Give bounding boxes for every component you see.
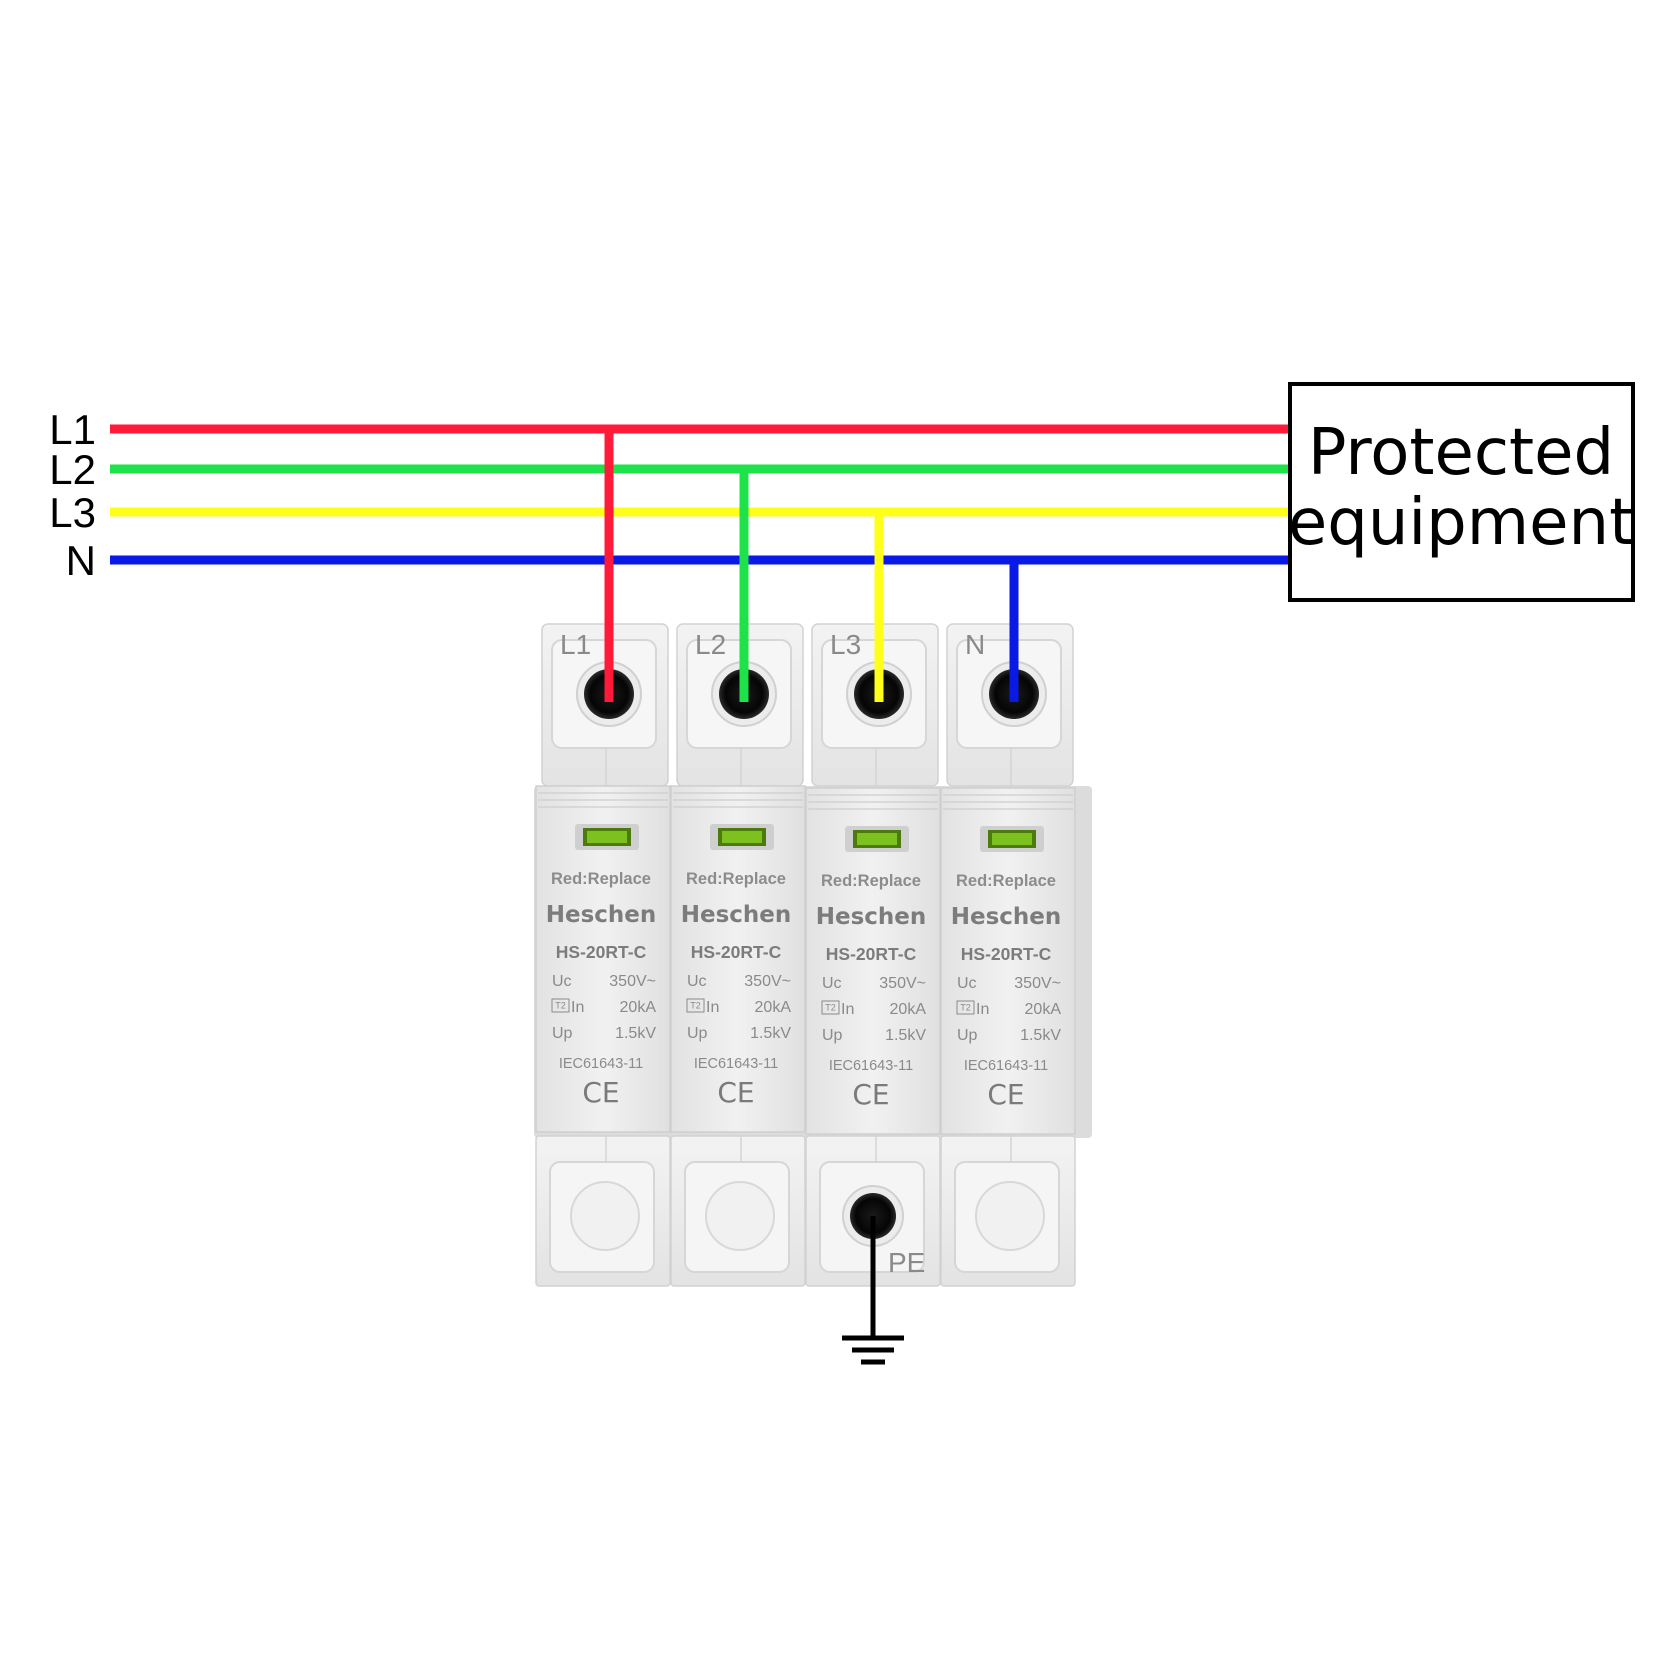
blank-plug (570, 1181, 640, 1251)
ce-mark: CE (852, 1078, 889, 1111)
terminal-label-l2: L2 (695, 629, 726, 660)
status-window-icon (845, 826, 909, 852)
status-window-icon (710, 824, 774, 850)
module-standard: IEC61643-11 (694, 1056, 778, 1072)
module-status-text: Red:Replace (686, 870, 786, 888)
terminal-label-n: N (965, 629, 985, 660)
svg-text:T2: T2 (960, 1003, 971, 1013)
spec-label: Uc (687, 973, 707, 990)
module-brand: Heschen (681, 902, 792, 928)
module-standard: IEC61643-11 (829, 1058, 913, 1074)
status-window-icon (980, 826, 1044, 852)
spec-value: 350V~ (879, 975, 926, 992)
spec-value: 350V~ (609, 973, 656, 990)
svg-text:T2: T2 (555, 1001, 566, 1011)
drop-wires (604, 425, 1019, 702)
status-window-icon (575, 824, 639, 850)
pe-label: PE (888, 1247, 925, 1278)
spec-label: Uc (822, 975, 842, 992)
spec-value: 1.5kV (1020, 1027, 1061, 1044)
protected-equipment-box: Protected equipment (1288, 382, 1635, 602)
spec-value: 20kA (755, 999, 792, 1016)
spec-label: Uc (552, 973, 572, 990)
module-model: HS-20RT-C (691, 942, 782, 962)
spec-label: Up (822, 1027, 843, 1044)
spec-label: In (706, 999, 719, 1016)
bus-n: N (66, 537, 1290, 584)
t2-box: T2 (686, 998, 705, 1013)
terminal-label-l3: L3 (830, 629, 861, 660)
module-standard: IEC61643-11 (559, 1056, 643, 1072)
bus-l3: L3 (49, 489, 1290, 536)
pe-ground: PE (842, 1216, 925, 1365)
module-standard: IEC61643-11 (964, 1058, 1048, 1074)
t2-box: T2 (821, 1000, 840, 1015)
spec-label: In (976, 1001, 989, 1018)
blank-plug (705, 1181, 775, 1251)
spec-value: 20kA (1025, 1001, 1062, 1018)
t2-box: T2 (956, 1000, 975, 1015)
module-status-text: Red:Replace (551, 870, 651, 888)
spec-value: 1.5kV (885, 1027, 926, 1044)
equipment-label-line1: Protected (1308, 416, 1614, 490)
ce-mark: CE (582, 1076, 619, 1109)
spec-value: 20kA (620, 999, 657, 1016)
module-status-text: Red:Replace (821, 872, 921, 890)
bus-label-n: N (66, 537, 96, 584)
svg-text:T2: T2 (690, 1001, 701, 1011)
module-status-text: Red:Replace (956, 872, 1056, 890)
bus-label-l2: L2 (49, 446, 96, 493)
ground-icon (842, 1335, 904, 1365)
ce-mark: CE (717, 1076, 754, 1109)
bus-label-l1: L1 (49, 406, 96, 453)
spec-label: Up (552, 1025, 573, 1042)
bus-label-l3: L3 (49, 489, 96, 536)
module-model: HS-20RT-C (826, 944, 917, 964)
spec-value: 1.5kV (750, 1025, 791, 1042)
terminal-label-l1: L1 (560, 629, 591, 660)
svg-text:T2: T2 (825, 1003, 836, 1013)
spec-value: 350V~ (1014, 975, 1061, 992)
spec-label: Uc (957, 975, 977, 992)
blank-plug (975, 1181, 1045, 1251)
equipment-label-line2: equipment (1288, 486, 1634, 560)
spec-label: In (571, 999, 584, 1016)
spec-label: In (841, 1001, 854, 1018)
spec-label: Up (687, 1025, 708, 1042)
module-model: HS-20RT-C (961, 944, 1052, 964)
module-brand: Heschen (951, 904, 1062, 930)
module-body (535, 785, 671, 1133)
spec-value: 1.5kV (615, 1025, 656, 1042)
spec-value: 20kA (890, 1001, 927, 1018)
t2-box: T2 (551, 998, 570, 1013)
spec-value: 350V~ (744, 973, 791, 990)
module-model: HS-20RT-C (556, 942, 647, 962)
bus-l1: L1 (49, 406, 1290, 453)
ce-mark: CE (987, 1078, 1024, 1111)
module-brand: Heschen (816, 904, 927, 930)
module-brand: Heschen (546, 902, 657, 928)
spec-label: Up (957, 1027, 978, 1044)
bus-l2: L2 (49, 446, 1290, 493)
